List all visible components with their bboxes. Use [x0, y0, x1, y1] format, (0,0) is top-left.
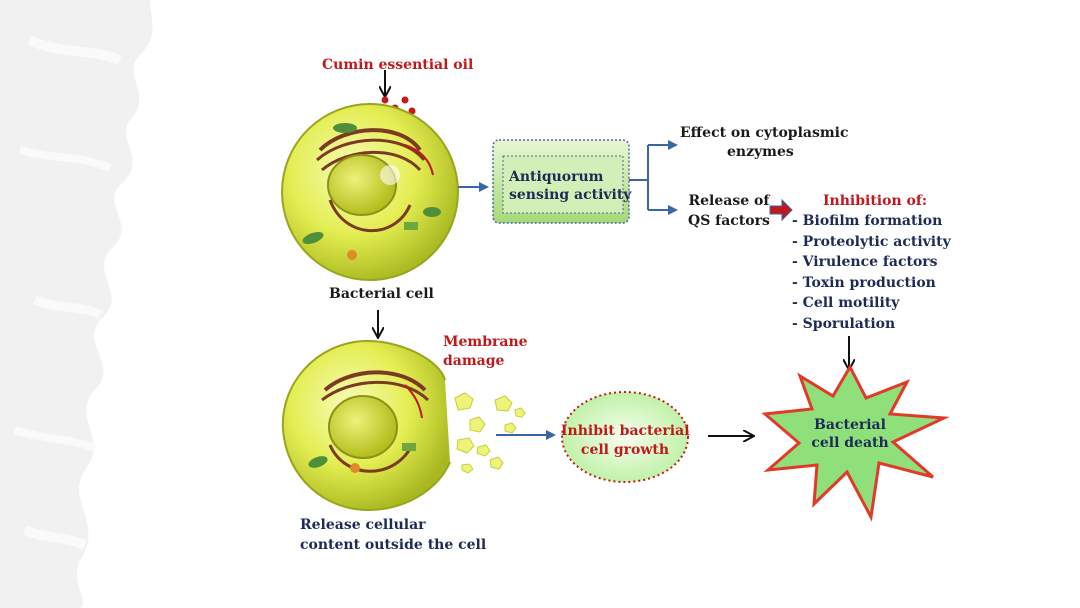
bacterial-cell-damaged	[281, 339, 526, 512]
brush-texture	[0, 0, 153, 608]
branch-arrows	[629, 140, 678, 215]
cytoplasmic-line-1: Effect on cytoplasmic	[680, 125, 849, 141]
inhibition-title: Inhibition of:	[823, 193, 928, 209]
inhibition-item: - Biofilm formation	[792, 213, 943, 229]
cytoplasmic-line-2: enzymes	[727, 144, 794, 160]
bacterial-cell-label: Bacterial cell	[329, 286, 434, 302]
antiquorum-box	[492, 139, 630, 224]
cytoplasmic-effect-label: Effect on cytoplasmic enzymes	[680, 124, 849, 162]
antiquorum-label: Antiquorum sensing activity	[509, 168, 631, 204]
release-line-2: content outside the cell	[300, 537, 487, 553]
inhibition-item: - Proteolytic activity	[792, 233, 951, 250]
inhibition-item: - Cell motility	[792, 295, 900, 311]
qs-release-label: Release of QS factors	[688, 191, 770, 231]
cumin-oil-label: Cumin essential oil	[322, 57, 474, 73]
membrane-damage-label: Membrane damage	[443, 333, 528, 371]
qs-line-1: Release of	[688, 193, 770, 209]
release-line-1: Release cellular	[300, 517, 426, 533]
release-content-label: Release cellular content outside the cel…	[300, 515, 486, 555]
cell-death-starburst	[761, 363, 950, 522]
inhibition-item: - Virulence factors	[792, 254, 938, 270]
membrane-line-1: Membrane	[443, 334, 528, 350]
antiquorum-line-1: Antiquorum	[509, 169, 604, 185]
inhibition-list: - Biofilm formation - Proteolytic activi…	[792, 211, 951, 334]
membrane-line-2: damage	[443, 353, 505, 369]
inhibit-line-2: cell growth	[580, 442, 670, 458]
inhibit-growth-oval	[561, 391, 689, 483]
cell-death-line-1: Bacterial	[814, 417, 886, 433]
cell-death-line-2: cell death	[811, 435, 889, 451]
inhibition-item: - Toxin production	[792, 274, 936, 291]
inhibit-line-1: Inhibit bacterial	[561, 423, 690, 439]
bacterial-cell-top	[281, 103, 459, 281]
inhibit-growth-label: Inhibit bacterial cell growth	[561, 422, 690, 460]
qs-line-2: QS factors	[688, 213, 770, 229]
cell-death-label: Bacterial cell death	[800, 416, 900, 452]
inhibition-item: - Sporulation	[792, 315, 896, 332]
qs-to-inhibition-arrow	[769, 198, 793, 222]
antiquorum-line-2: sensing activity	[509, 187, 632, 203]
